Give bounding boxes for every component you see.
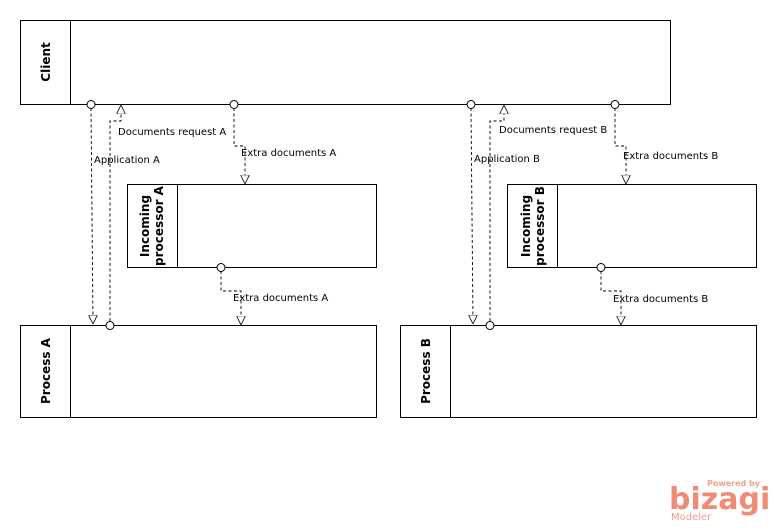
- watermark-product: Modeler: [671, 512, 712, 523]
- pool-client-label: Client: [39, 42, 53, 82]
- flow-extra-documents-a-bottom-origin: [216, 263, 226, 272]
- flow-extra-documents-b-bottom[interactable]: [596, 263, 621, 325]
- pool-process-b[interactable]: Process B: [400, 325, 757, 418]
- pool-incoming-b-label-line-2: processor B: [533, 186, 547, 266]
- flow-documents-request-a-label: Documents request A: [118, 127, 226, 138]
- pool-incoming-b-label-line-1: Incoming: [519, 195, 533, 257]
- flow-extra-documents-b-top-label: Extra documents B: [623, 151, 718, 162]
- pool-incoming-a-label-line-1: Incoming: [138, 195, 152, 257]
- flow-extra-documents-a-top[interactable]: [229, 100, 245, 184]
- flow-documents-request-b-origin: [485, 321, 495, 330]
- pool-incoming-processor-b[interactable]: [507, 184, 757, 268]
- flow-extra-documents-a-top-label: Extra documents A: [241, 148, 336, 159]
- watermark-brand-logo: bizagi: [669, 482, 770, 517]
- pool-client[interactable]: Client: [20, 20, 671, 105]
- flow-application-b-label: Application B: [474, 154, 540, 165]
- flow-application-b[interactable]: [466, 100, 476, 324]
- pool-process-a[interactable]: Process A: [20, 325, 377, 418]
- flow-documents-request-a-origin: [105, 321, 115, 330]
- flow-application-b-origin: [466, 100, 476, 109]
- pool-incoming-a-label-line-2: processor A: [152, 185, 166, 266]
- flow-application-a-label: Application A: [94, 155, 160, 166]
- flow-extra-documents-a-bottom-label: Extra documents A: [233, 293, 328, 304]
- bizagi-watermark: Powered by bizagi Modeler: [669, 479, 770, 523]
- flow-extra-documents-b-top[interactable]: [610, 100, 626, 184]
- pool-incoming-processor-a[interactable]: [127, 184, 377, 268]
- flow-extra-documents-b-bottom-origin: [596, 263, 606, 272]
- flow-documents-request-a[interactable]: [105, 106, 121, 330]
- flow-application-a[interactable]: [86, 100, 96, 324]
- flow-documents-request-b[interactable]: [485, 106, 504, 330]
- pool-process-b-label: Process B: [419, 338, 433, 404]
- flow-application-a-origin: [86, 100, 96, 109]
- pool-process-a-label: Process A: [39, 337, 53, 404]
- watermark-powered-by: Powered by: [707, 479, 761, 488]
- flow-extra-documents-a-bottom[interactable]: [216, 263, 241, 325]
- flow-extra-documents-a-top-origin: [229, 100, 239, 109]
- flow-extra-documents-b-bottom-label: Extra documents B: [613, 294, 708, 305]
- flow-documents-request-b-label: Documents request B: [499, 125, 607, 136]
- flow-extra-documents-b-top-origin: [610, 100, 620, 109]
